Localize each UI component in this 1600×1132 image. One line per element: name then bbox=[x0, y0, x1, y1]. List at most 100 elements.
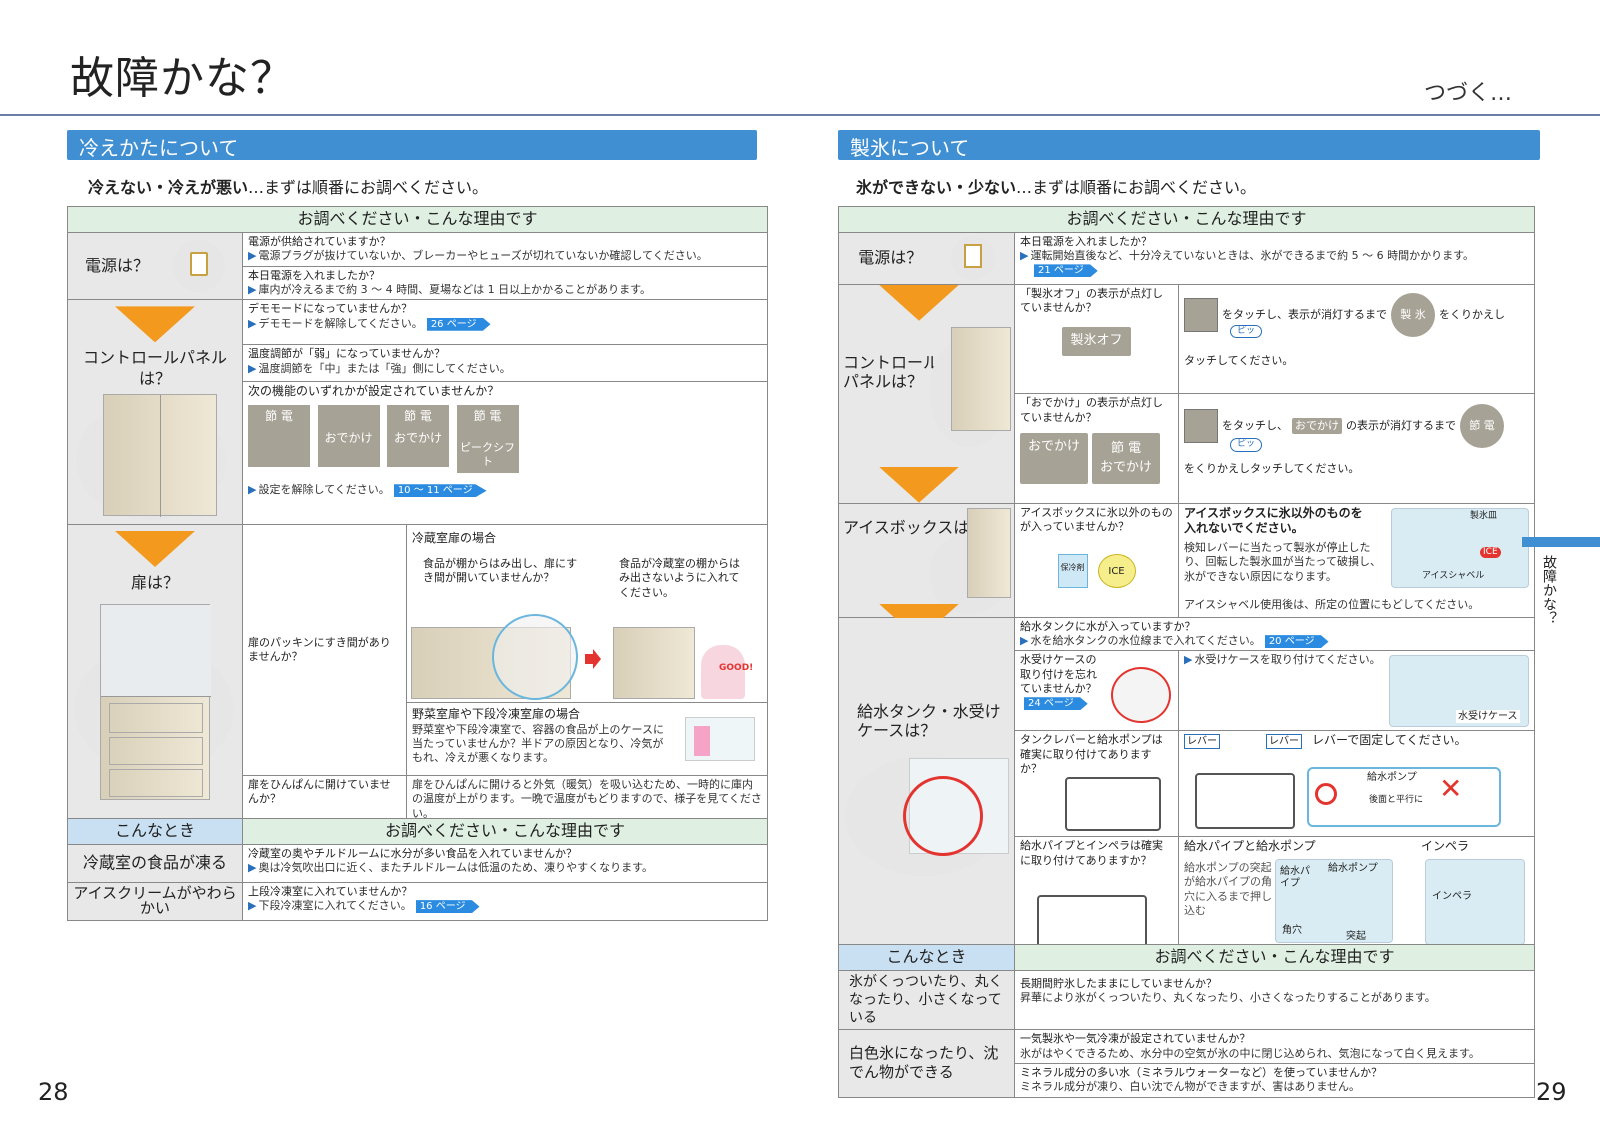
arrow-right-icon bbox=[585, 648, 601, 669]
impeller-title: インペラ bbox=[1420, 839, 1469, 854]
instruction-text: の表示が消灯するまで bbox=[1346, 419, 1456, 433]
door-label: 扉は？ bbox=[130, 572, 179, 592]
indicator-bottom: おでかけ bbox=[1100, 460, 1153, 476]
power-label: 電源は？ bbox=[84, 255, 149, 275]
answer: 水を給水タンクの水位線まで入れてください。20 ページ bbox=[1020, 634, 1529, 649]
answer-text: 昇華により氷がくっついたり、丸くなったり、小さくなったりすることがあります。 bbox=[1020, 991, 1436, 1005]
question: 電源が供給されていますか？ bbox=[248, 234, 391, 248]
home-icon[interactable] bbox=[1184, 409, 1218, 444]
icebox-label: アイスボックスは？ bbox=[843, 517, 986, 537]
question: 扉をひんぱんに開けていませんか？ bbox=[248, 777, 391, 806]
pump-label: 給水ポンプ bbox=[1367, 772, 1417, 784]
shovel-label: アイスシャベル bbox=[1422, 570, 1485, 581]
setsuden-odekake-indicator: 節 電おでかけ bbox=[1092, 432, 1161, 484]
mode-bottom: ピークシフト bbox=[460, 440, 515, 468]
question: 温度調節が「弱」になっていませんか？ bbox=[248, 347, 446, 361]
hole-label: 角穴 bbox=[1282, 925, 1302, 937]
icebox-label-cell: アイスボックスは？ bbox=[838, 502, 1015, 640]
answer: デモモードを解除してください。26 ページ bbox=[248, 317, 762, 331]
ice-button-icon[interactable]: 製 氷 bbox=[1391, 292, 1435, 337]
case-header-left: こんなとき bbox=[838, 944, 1015, 971]
shelf-bad-illustration bbox=[411, 613, 578, 700]
mode-top: 節 電 bbox=[473, 409, 502, 424]
side-tab[interactable] bbox=[1522, 537, 1600, 547]
mode-bottom: おでかけ bbox=[324, 431, 373, 446]
water-case-label: 水受けケース bbox=[1456, 710, 1520, 724]
ice-off-indicator: 製氷オフ bbox=[1062, 327, 1131, 357]
case-header-right: お調べください・こんな理由です bbox=[242, 818, 768, 845]
down-arrow-icon bbox=[115, 530, 195, 567]
page-ref-link[interactable]: 24 ページ bbox=[1024, 697, 1088, 711]
highlight-circle bbox=[903, 775, 983, 856]
instruction-text: をタッチし、表示が消灯するまで bbox=[1222, 307, 1387, 321]
question: 本日電源を入れましたか？ bbox=[248, 268, 380, 282]
answer-text: 扉をひんぱんに開けると外気（暖気）を吸い込むため、一時的に庫内の温度が上がります… bbox=[412, 777, 762, 820]
question: 本日電源を入れましたか？ bbox=[1020, 234, 1152, 248]
home-icon[interactable] bbox=[1184, 297, 1218, 332]
impeller-illustration: インペラ bbox=[1425, 859, 1525, 946]
intro-ice: 氷ができない・少ない…まずは順番にお調べください。 bbox=[856, 174, 1256, 198]
answer: 温度調節を「中」または「強」側にしてください。 bbox=[248, 362, 762, 376]
question: 冷蔵室の奥やチルドルームに水分が多い食品を入れていませんか？ bbox=[248, 846, 578, 860]
intro-text: …まずは順番にお調べください。 bbox=[1016, 178, 1257, 197]
page-ref-link[interactable]: 20 ページ bbox=[1264, 635, 1329, 649]
page-title: 故障かな？ bbox=[70, 53, 295, 104]
tank-label-cell: 給水タンク・水受けケースは？ bbox=[838, 616, 1015, 954]
lever-illustration bbox=[1195, 773, 1295, 830]
question: 「おでかけ」の表示が点灯していませんか？ bbox=[1020, 396, 1163, 424]
intro-cooling: 冷えない・冷えが悪い…まずは順番にお調べください。 bbox=[88, 174, 488, 198]
page-ref-link[interactable]: 21 ページ bbox=[1034, 264, 1098, 278]
tank-label: 給水タンク・水受けケースは？ bbox=[857, 701, 1001, 740]
instruction-text: をくりかえし bbox=[1439, 307, 1505, 321]
section-title-ice: 製氷について bbox=[838, 130, 1540, 160]
instruction-text: をくりかえしタッチしてください。 bbox=[1184, 461, 1360, 475]
answer-text: 下段冷凍室に入れてください。 bbox=[258, 899, 412, 913]
question: デモモードになっていませんか？ bbox=[248, 302, 413, 316]
down-arrow-icon bbox=[879, 284, 959, 321]
instruction-text: をタッチし、 bbox=[1222, 419, 1288, 433]
question: 水受けケースの取り付けを忘れていませんか？ bbox=[1020, 653, 1097, 695]
good-label: GOOD! bbox=[719, 662, 754, 673]
pump-compare-illustration: 給水ポンプ 後面と平行に ✕ bbox=[1307, 767, 1501, 828]
question: 扉のパッキンにすき間がありませんか？ bbox=[248, 635, 391, 663]
mode-top: 節 電 bbox=[404, 409, 432, 424]
bad-case-text: 食品が棚からはみ出し、扉にすき間が開いていませんか？ bbox=[423, 556, 578, 585]
page-ref-link[interactable]: 26 ページ bbox=[426, 317, 491, 331]
mode-buttons: 節 電 おでかけ 節 電おでかけ 節 電ピークシフト bbox=[248, 405, 762, 474]
pipe-instruction: 給水ポンプの突起が給水パイプの角穴に入るまで押し込む bbox=[1184, 860, 1272, 917]
question: 次の機能のいずれかが設定されていませんか？ bbox=[248, 383, 500, 398]
intro-bold: 冷えない・冷えが悪い bbox=[88, 178, 249, 197]
question: 一気製氷や一気冷凍が設定されていませんか？ bbox=[1020, 1032, 1251, 1046]
setsuden-button-icon[interactable]: 節 電 bbox=[1460, 404, 1504, 449]
power-plug-icon bbox=[950, 236, 995, 281]
power-label-cell: 電源は？ bbox=[838, 231, 1015, 285]
page-number-left: 28 bbox=[38, 1078, 69, 1106]
odekake-tag: おでかけ bbox=[1292, 418, 1342, 435]
question: 長期間貯氷したままにしていませんか？ bbox=[1020, 976, 1218, 990]
case-label: 冷蔵室の食品が凍る bbox=[67, 843, 243, 883]
answer: 下段冷凍室に入れてください。16 ページ bbox=[248, 899, 762, 914]
lever-label: レバー bbox=[1266, 733, 1302, 749]
icebox-note: アイスシャベル使用後は、所定の位置にもどしてください。 bbox=[1184, 597, 1480, 611]
drawer-illustration bbox=[685, 716, 755, 761]
answer-text: 氷がはやくできるため、水分中の空気が氷の中に閉じ込められ、気泡になって白く見えま… bbox=[1020, 1046, 1480, 1060]
panel-label: コントロールパネルは？ bbox=[843, 352, 940, 391]
icebox-reason: 検知レバーに当たって製氷が停止したり、回転した製氷皿が当たって破損し、氷ができな… bbox=[1184, 540, 1382, 583]
header-rule bbox=[0, 114, 1600, 116]
down-arrow-icon bbox=[879, 466, 959, 503]
case-header-right: お調べください・こんな理由です bbox=[1014, 944, 1535, 971]
vegetable-text: 野菜室や下段冷凍室で、容器の食品が上のケースに当たっていませんか？半ドアの原因と… bbox=[412, 722, 665, 765]
fridge-panel-illustration bbox=[951, 326, 1011, 431]
page-ref-link[interactable]: 10 ～ 11 ページ bbox=[393, 484, 487, 498]
beep-label: ピッ bbox=[1230, 438, 1263, 452]
page-ref-link[interactable]: 16 ページ bbox=[415, 900, 480, 914]
mode-setsuden: 節 電 bbox=[248, 405, 310, 468]
answer: 設定を解除してください。10 ～ 11 ページ bbox=[248, 483, 762, 498]
sub-title-fridge: 冷蔵室扉の場合 bbox=[412, 530, 497, 545]
bump-label: 突起 bbox=[1346, 931, 1366, 943]
pipe-pump-illustration: 給水パイプ 給水ポンプ 角穴 突起 bbox=[1275, 859, 1393, 944]
answer: 庫内が冷えるまで約 3 ～ 4 時間、夏場などは 1 日以上かかることがあります… bbox=[248, 283, 762, 297]
answer-text: 水を給水タンクの水位線まで入れてください。 bbox=[1030, 634, 1261, 648]
cooling-case-table: こんなときお調べください・こんな理由です 冷蔵室の食品が凍る冷蔵室の奥やチルドル… bbox=[67, 818, 768, 921]
tray-label: 製氷皿 bbox=[1470, 510, 1498, 521]
